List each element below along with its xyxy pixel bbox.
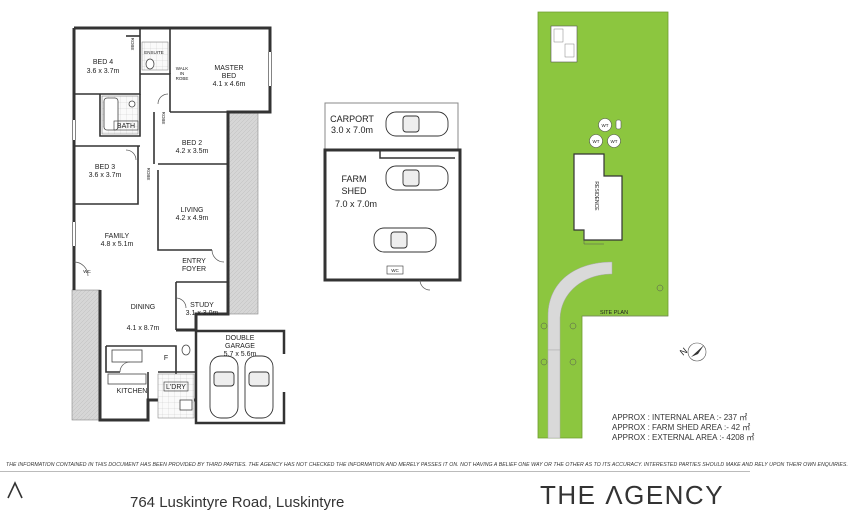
north-arrow: N (678, 342, 707, 362)
water-tank-3 (607, 134, 621, 148)
carport-shed-plan: CARPORT 3.0 x 7.0m FARM SHED 7.0 x 7.0m … (323, 102, 462, 291)
toilet-wc (181, 344, 191, 356)
agency-logo-icon (7, 481, 23, 499)
bed3-size: 3.6 x 3.7m (89, 172, 122, 179)
toilet-ensuite (145, 58, 155, 70)
bathtub (103, 97, 119, 131)
study-size: 3.1 x 3.0m (186, 310, 219, 317)
property-address: 764 Luskintyre Road, Luskintyre (130, 494, 345, 511)
bed2-label: BED 2 (182, 140, 202, 147)
shed-cars (373, 111, 449, 253)
robe-label-3: ROBE (146, 168, 151, 181)
internal-area: APPROX : INTERNAL AREA :- 237 ㎡ (612, 413, 748, 422)
wt-label-2: WT (593, 139, 600, 144)
kitchen-bench (107, 373, 147, 385)
garage-label: DOUBLE (226, 335, 255, 342)
residence-label: RESIDENCE (593, 181, 599, 211)
shed-wc-label: WC (391, 268, 399, 273)
area-summary: APPROX : INTERNAL AREA :- 237 ㎡ APPROX :… (612, 413, 754, 443)
garage-size: 5.7 x 5.6m (224, 351, 257, 358)
water-tank-1 (598, 118, 612, 132)
carport-size: 3.0 x 7.0m (331, 125, 373, 135)
floor-plan-drawing: BED 4 3.6 x 3.7m MASTER BED 4.1 x 4.6m B… (71, 11, 707, 439)
laundry-label-box (163, 381, 189, 392)
bath-label-box (113, 120, 139, 131)
entry-label-2: FOYER (182, 266, 206, 273)
wir-label-2: IN (180, 71, 185, 76)
shed-door-arc (419, 279, 431, 291)
master-label: MASTER (214, 65, 243, 72)
site-plan-label: SITE PLAN (600, 310, 628, 316)
farm-shed-size: 7.0 x 7.0m (335, 199, 377, 209)
farm-shed-label: FARM (341, 174, 366, 184)
bed4-label: BED 4 (93, 59, 113, 66)
laundry-label: L'DRY (166, 384, 186, 391)
farm-shed-area: APPROX : FARM SHED AREA :- 42 ㎡ (612, 423, 751, 432)
brand-logo: THE ΛGENCY (540, 480, 725, 510)
ensuite-label: ENSUITE (144, 50, 164, 55)
living-label: LIVING (181, 207, 204, 214)
laundry-floor (157, 373, 195, 419)
house-plan: BED 4 3.6 x 3.7m MASTER BED 4.1 x 4.6m B… (71, 26, 286, 425)
bed4-size: 3.6 x 3.7m (87, 68, 120, 75)
family-size: 4.8 x 5.1m (101, 241, 134, 248)
external-area: APPROX : EXTERNAL AREA :- 4208 ㎡ (612, 433, 755, 442)
garage-label-2: GARAGE (225, 343, 255, 350)
site-residence (573, 153, 623, 241)
water-tank-2 (589, 134, 603, 148)
kitchen-label: KITCHEN (117, 388, 148, 395)
garage-cars (209, 355, 274, 419)
verandah-right (227, 112, 259, 315)
footer-divider (0, 471, 750, 472)
sink-bath (128, 100, 136, 108)
site-plan: RESIDENCE WT WT WT SITE PLAN N (537, 11, 707, 439)
verandah-left (71, 289, 101, 421)
farm-shed-label-2: SHED (341, 186, 367, 196)
wt-label-1: WT (602, 123, 609, 128)
master-size: 4.1 x 4.6m (213, 81, 246, 88)
wir-label-3: ROBE (176, 76, 189, 81)
study-label: STUDY (190, 302, 214, 309)
laundry-tub (179, 399, 193, 411)
wt-label-3: WT (611, 139, 618, 144)
kitchen-island (111, 349, 143, 363)
dining-label: DINING (131, 304, 156, 311)
dining-size: 4.1 x 8.7m (127, 325, 160, 332)
bed2-size: 4.2 x 3.5m (176, 148, 209, 155)
carport-label: CARPORT (330, 114, 374, 124)
wir-label: WALK (176, 66, 189, 71)
entry-label: ENTRY (182, 258, 206, 265)
north-label: N (678, 346, 689, 358)
living-size: 4.2 x 4.9m (176, 215, 209, 222)
bath-label: BATH (117, 123, 135, 130)
disclaimer-text: THE INFORMATION CONTAINED IN THIS DOCUME… (6, 462, 848, 468)
family-label: FAMILY (105, 233, 130, 240)
fridge-label: F (164, 355, 168, 362)
wc-label: WC (83, 269, 91, 274)
master-label-2: BED (222, 73, 236, 80)
robe-label-2: ROBE (161, 112, 166, 125)
robe-label-1: ROBE (130, 38, 135, 51)
bed3-label: BED 3 (95, 164, 115, 171)
